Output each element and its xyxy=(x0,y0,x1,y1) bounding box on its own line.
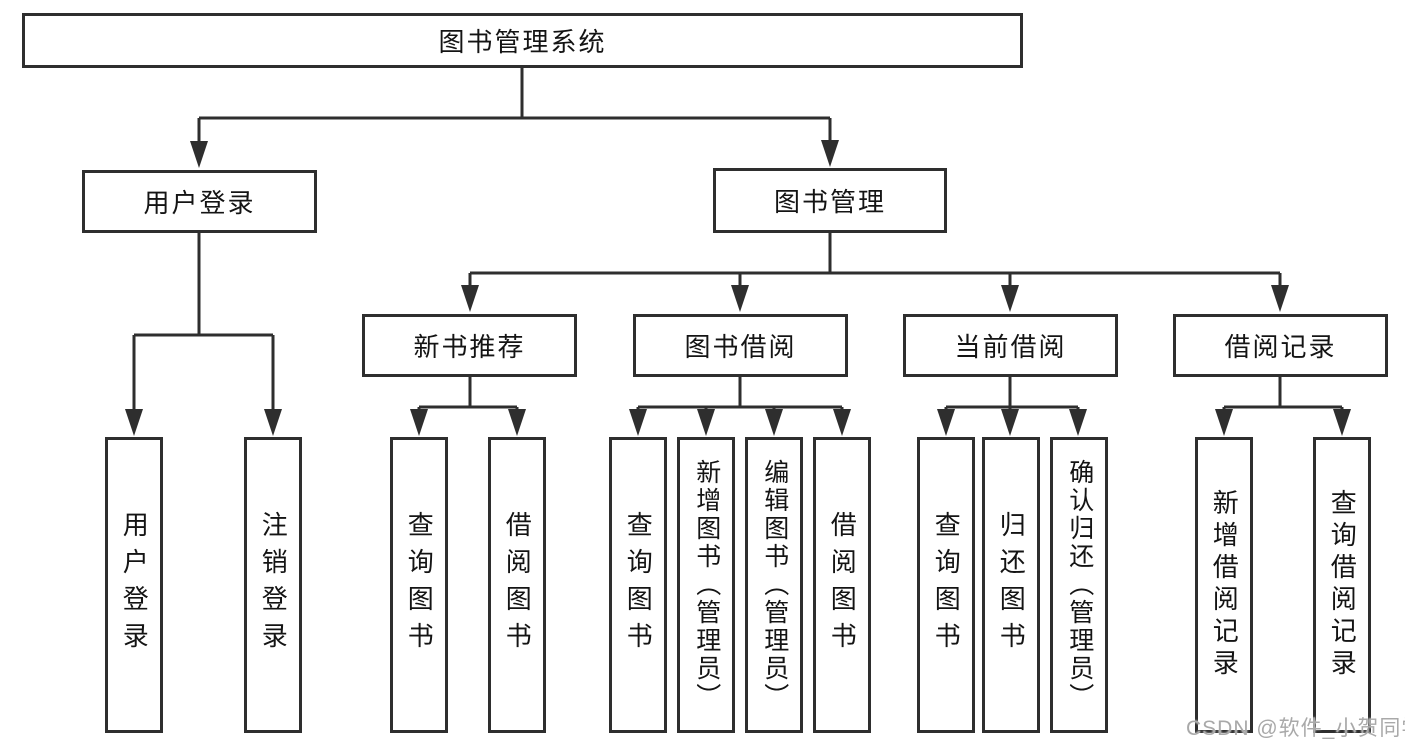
node-label: 查询图书 xyxy=(404,511,435,659)
node-leaf-edit-books-admin: 编辑图书（管理员） xyxy=(745,437,803,733)
node-leaf-user-login: 用户登录 xyxy=(105,437,163,733)
node-leaf-confirm-return-admin: 确认归还（管理员） xyxy=(1050,437,1108,733)
node-label: 借阅记录 xyxy=(1224,332,1337,362)
node-label: 确认归还（管理员） xyxy=(1065,459,1094,711)
node-new-book-recommend: 新书推荐 xyxy=(362,314,577,377)
node-book-management-module: 图书管理 xyxy=(713,168,947,233)
node-leaf-query-books-1: 查询图书 xyxy=(390,437,448,733)
node-label: 图书管理 xyxy=(773,187,886,217)
node-label: 注销登录 xyxy=(258,511,289,659)
node-current-borrowing: 当前借阅 xyxy=(903,314,1118,377)
node-label: 当前借阅 xyxy=(954,332,1067,362)
node-label: 借阅图书 xyxy=(827,511,858,659)
node-label: 图书管理系统 xyxy=(438,27,607,57)
node-label: 新增图书（管理员） xyxy=(692,459,721,711)
node-borrow-records: 借阅记录 xyxy=(1173,314,1388,377)
node-label: 新增借阅记录 xyxy=(1209,489,1240,681)
csdn-watermark: CSDN @软件_小贺同学 xyxy=(1186,717,1405,740)
node-leaf-add-borrow-record: 新增借阅记录 xyxy=(1195,437,1253,733)
node-leaf-borrow-books-2: 借阅图书 xyxy=(813,437,871,733)
node-user-login-module: 用户登录 xyxy=(82,170,317,233)
node-label: 用户登录 xyxy=(119,511,150,659)
node-label: 查询借阅记录 xyxy=(1327,489,1358,681)
node-label: 新书推荐 xyxy=(413,332,526,362)
node-label: 归还图书 xyxy=(996,511,1027,659)
node-leaf-query-books-3: 查询图书 xyxy=(917,437,975,733)
node-label: 编辑图书（管理员） xyxy=(760,459,789,711)
node-label: 查询图书 xyxy=(931,511,962,659)
node-label: 查询图书 xyxy=(623,511,654,659)
node-label: 用户登录 xyxy=(143,188,256,218)
node-book-borrowing: 图书借阅 xyxy=(633,314,848,377)
node-leaf-return-books: 归还图书 xyxy=(982,437,1040,733)
node-leaf-logout: 注销登录 xyxy=(244,437,302,733)
node-leaf-add-books-admin: 新增图书（管理员） xyxy=(677,437,735,733)
node-leaf-query-borrow-record: 查询借阅记录 xyxy=(1313,437,1371,733)
node-label: 借阅图书 xyxy=(502,511,533,659)
node-leaf-query-books-2: 查询图书 xyxy=(609,437,667,733)
node-label: 图书借阅 xyxy=(684,332,797,362)
node-root-system: 图书管理系统 xyxy=(22,13,1023,68)
node-leaf-borrow-books-1: 借阅图书 xyxy=(488,437,546,733)
